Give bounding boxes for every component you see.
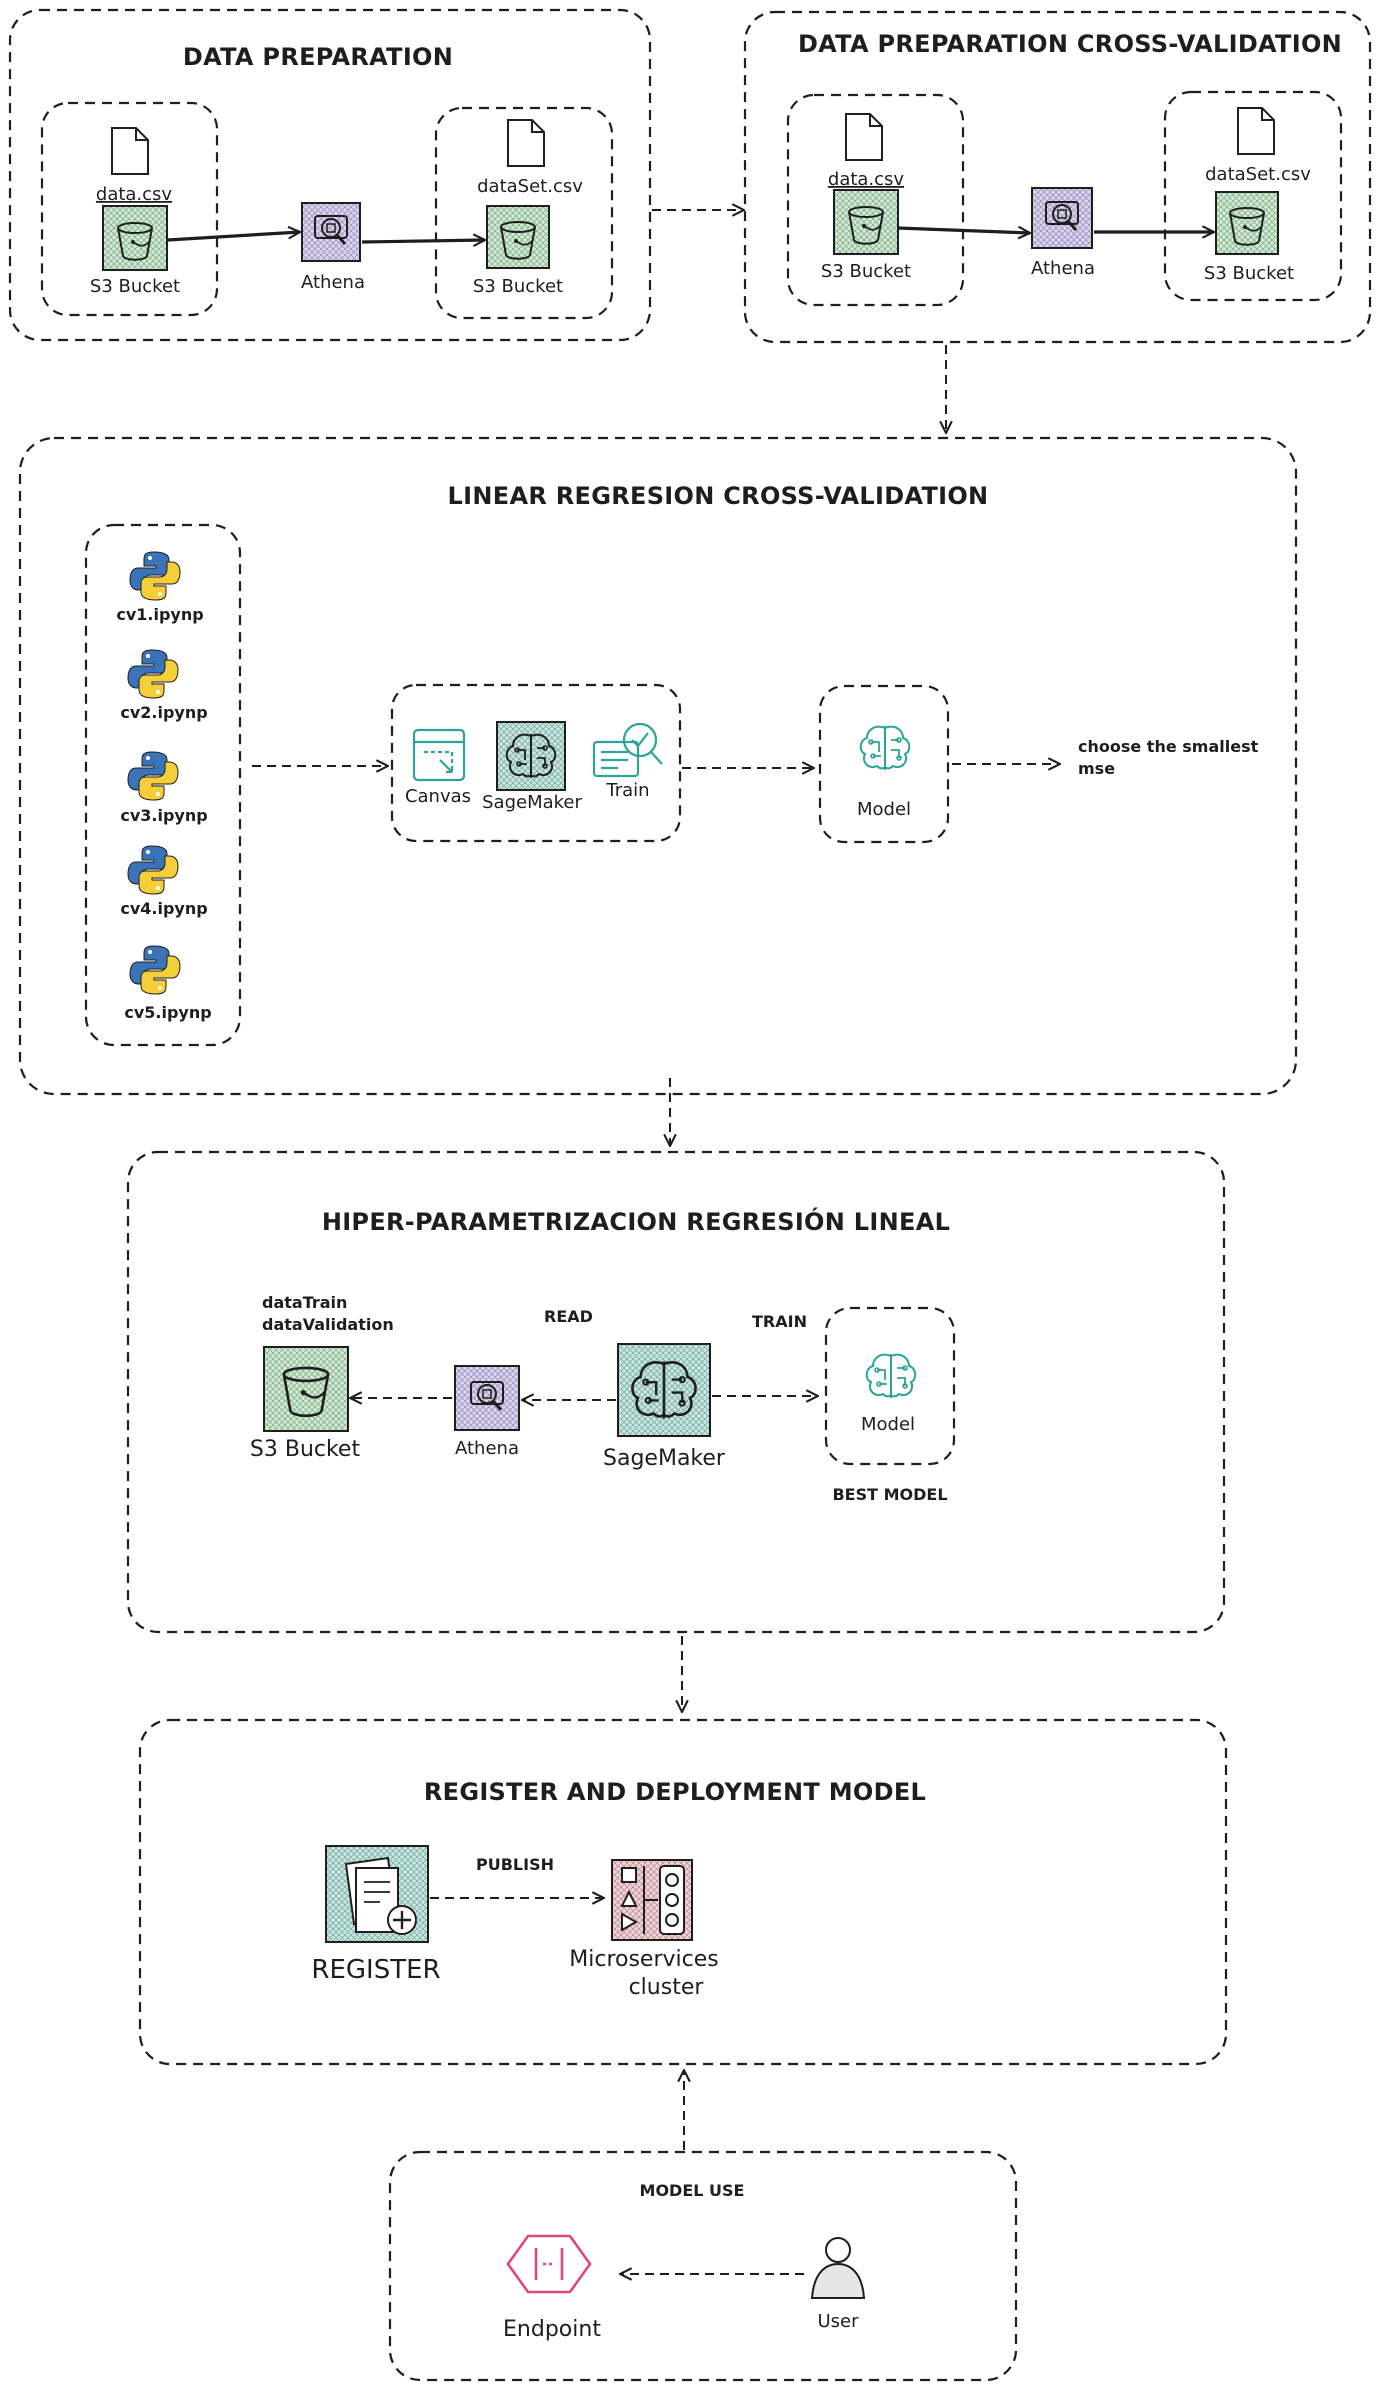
linear-cv-frame [18,436,1298,1096]
data-preparation-cv-frame [743,10,1372,344]
best-model-group [824,1306,956,1466]
s3-bucket-icon [102,205,168,271]
s3-bucket-icon [833,189,899,255]
model-icon [859,725,911,771]
data-preparation-frame [8,8,652,342]
athena-label: Athena [455,1438,519,1459]
model-label: Model [857,799,911,820]
cv-source-bucket-group [786,93,965,307]
cluster-label-line2: cluster [629,1975,705,2000]
register-icon [325,1845,429,1943]
athena-icon [454,1365,520,1431]
cv-source-bucket-label: S3 Bucket [821,261,911,282]
canvas-icon [412,728,466,782]
python-icon [129,551,181,601]
cv-athena-label: Athena [1031,258,1095,279]
data-preparation-cv-section: DATA PREPARATION CROSS-VALIDATION data.c… [743,10,1372,344]
file-icon [111,127,149,175]
sagemaker-label: SageMaker [482,792,582,813]
tools-group [390,683,682,843]
model-use-section: MODEL USE Endpoint User [388,2150,1018,2382]
source-bucket-label: S3 Bucket [90,276,180,297]
athena-icon [301,202,361,262]
canvas-label: Canvas [405,786,471,807]
publish-label: PUBLISH [476,1855,554,1874]
register-title: REGISTER AND DEPLOYMENT MODEL [424,1778,926,1806]
athena-label: Athena [301,272,365,293]
cluster-label-line1: Microservices [569,1947,718,1972]
data-preparation-section: DATA PREPARATION data.csv S3 Bucket Athe… [8,8,652,342]
sagemaker-icon [617,1343,711,1437]
notebook-label: cv4.ipynp [120,899,207,918]
cv-bucket-to-athena-arrow [897,228,1030,233]
notebook-item: cv2.ipynp [120,649,208,722]
python-icon [127,845,179,895]
cv-destination-bucket-label: S3 Bucket [1204,263,1294,284]
microservices-icon [611,1859,693,1941]
model-group [818,684,950,844]
best-model-label: BEST MODEL [832,1485,947,1504]
selection-note-line2: mse [1078,759,1115,778]
notebook-item: cv1.ipynp [116,551,204,624]
linear-cv-section: LINEAR REGRESION CROSS-VALIDATION cv1.ip… [18,436,1298,1096]
cv-destination-bucket-group [1163,90,1343,302]
file-icon [1237,107,1275,155]
register-frame [138,1718,1228,2066]
cv-destination-file-label: dataSet.csv [1205,164,1311,185]
user-label: User [817,2311,859,2332]
data-files-line2: dataValidation [262,1315,394,1334]
bucket-to-athena-arrow [167,232,300,242]
model-use-title: MODEL USE [640,2181,745,2200]
hyperparameter-frame [126,1150,1226,1634]
model-use-frame [388,2150,1018,2382]
bucket-label: S3 Bucket [250,1437,361,1462]
notebook-item: cv3.ipynp [120,751,208,825]
source-file-label: data.csv [96,184,173,205]
data-preparation-cv-title: DATA PREPARATION CROSS-VALIDATION [798,30,1342,58]
file-icon [507,119,545,167]
s3-bucket-icon [263,1346,349,1432]
destination-bucket-label: S3 Bucket [473,276,563,297]
athena-to-bucket-arrow [361,240,485,242]
endpoint-label: Endpoint [503,2317,601,2342]
register-label: REGISTER [311,1955,440,1985]
endpoint-icon [506,2234,592,2294]
selection-note-line1: choose the smallest [1078,737,1259,756]
read-label: READ [544,1307,593,1326]
s3-bucket-icon [486,205,550,269]
athena-icon [1031,187,1093,249]
model-label: Model [861,1414,915,1435]
notebooks-group [84,523,242,1047]
register-section: REGISTER AND DEPLOYMENT MODEL REGISTER P… [138,1718,1228,2066]
destination-file-label: dataSet.csv [477,176,583,197]
hyperparameter-section: HIPER-PARAMETRIZACION REGRESIÓN LINEAL d… [126,1150,1226,1634]
notebook-label: cv3.ipynp [120,806,207,825]
hyperparameter-title: HIPER-PARAMETRIZACION REGRESIÓN LINEAL [322,1206,950,1236]
model-icon [865,1353,917,1399]
sagemaker-icon [496,721,566,791]
data-files-line1: dataTrain [262,1293,347,1312]
sagemaker-label: SageMaker [603,1446,726,1471]
train-label: Train [605,780,649,801]
source-bucket-group [40,101,219,317]
python-icon [127,751,179,801]
python-icon [127,649,179,699]
train-label: TRAIN [752,1312,807,1331]
notebook-label: cv5.ipynp [124,1003,211,1022]
train-icon [592,722,663,778]
python-icon [129,945,181,995]
notebook-item: cv5.ipynp [124,945,212,1022]
notebook-label: cv2.ipynp [120,703,207,722]
file-icon [845,113,883,161]
s3-bucket-icon [1215,191,1279,255]
data-preparation-title: DATA PREPARATION [183,43,453,71]
destination-bucket-group [434,106,614,320]
linear-cv-title: LINEAR REGRESION CROSS-VALIDATION [448,482,989,510]
notebook-item: cv4.ipynp [120,845,208,918]
user-icon [810,2237,866,2299]
cv-source-file-label: data.csv [828,169,905,190]
notebook-label: cv1.ipynp [116,605,203,624]
